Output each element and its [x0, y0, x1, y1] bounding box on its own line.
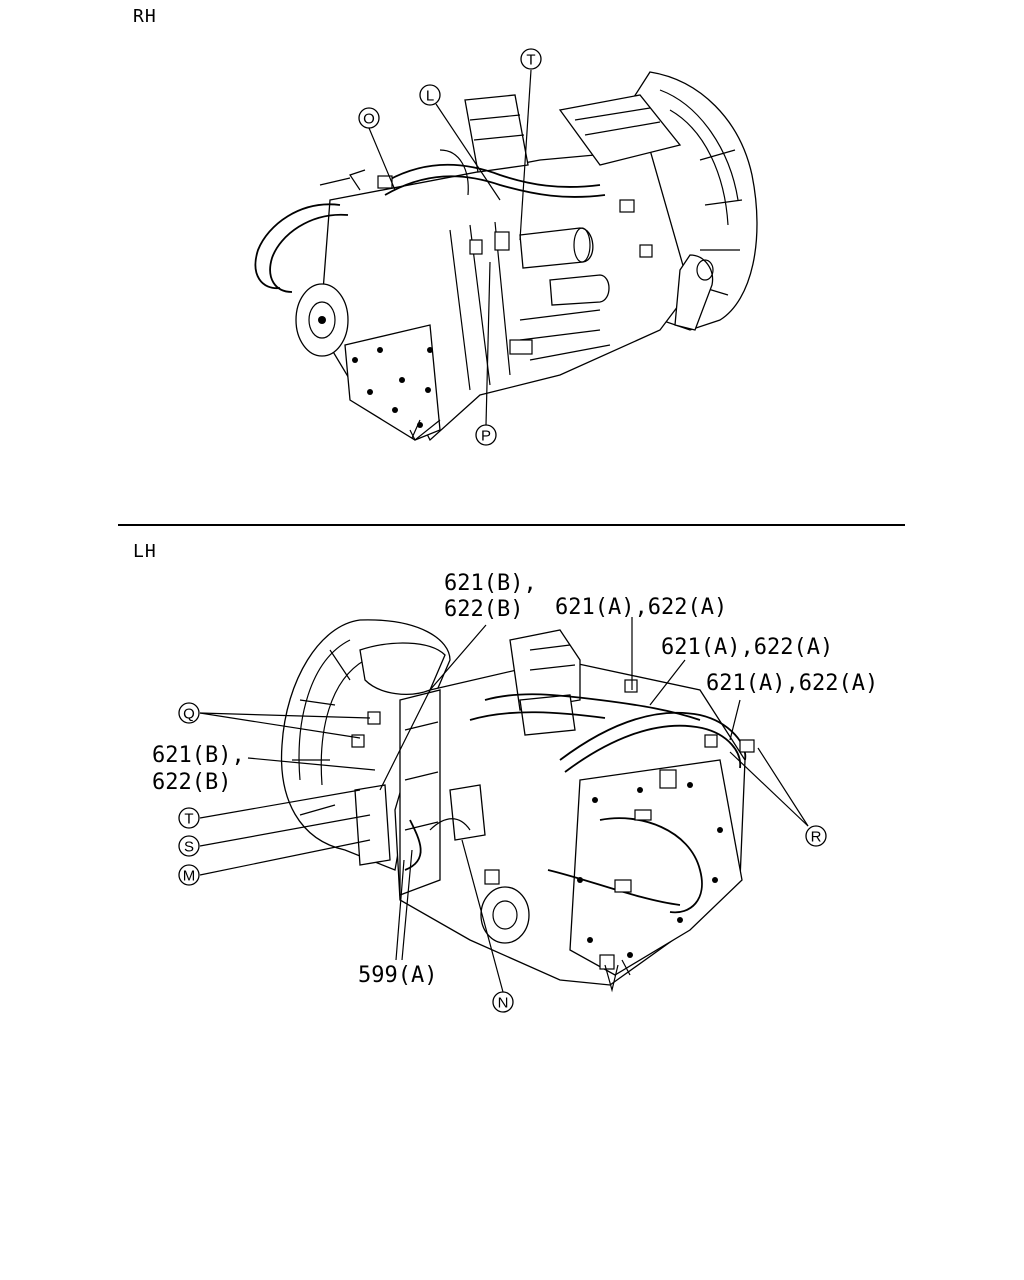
label-621b-side: 621(B),	[152, 743, 245, 768]
label-622b-top: 622(B)	[444, 597, 523, 622]
label-621a-622a-3: 621(A),622(A)	[706, 671, 878, 696]
svg-text:R: R	[811, 829, 822, 846]
lh-callout-m: M	[178, 864, 200, 886]
lh-callout-r: R	[805, 825, 827, 847]
rh-view-label: RH	[133, 6, 157, 27]
label-599a: 599(A)	[358, 963, 437, 988]
rh-callout-l: L	[419, 84, 441, 106]
rh-transmission-drawing	[254, 69, 758, 442]
lh-callout-t: T	[178, 807, 200, 829]
rh-callout-o: O	[358, 107, 380, 129]
lh-view-label: LH	[133, 541, 157, 562]
svg-text:M: M	[183, 868, 196, 885]
svg-text:N: N	[498, 995, 509, 1012]
svg-text:S: S	[184, 839, 194, 856]
svg-text:L: L	[426, 88, 434, 105]
lh-callout-q: Q	[178, 702, 200, 724]
svg-text:Q: Q	[183, 706, 195, 723]
rh-callout-p: P	[475, 424, 497, 446]
svg-text:O: O	[363, 111, 375, 128]
lh-transmission-drawing	[280, 619, 755, 993]
rh-callout-t: T	[520, 48, 542, 70]
svg-text:T: T	[184, 811, 193, 828]
lh-callout-n: N	[492, 991, 514, 1013]
lh-leader-lines	[199, 617, 809, 993]
lh-callout-s: S	[178, 835, 200, 857]
svg-text:P: P	[481, 428, 491, 445]
svg-text:T: T	[526, 52, 535, 69]
label-622b-side: 622(B)	[152, 770, 231, 795]
label-621a-622a-1: 621(A),622(A)	[555, 595, 727, 620]
section-divider	[118, 524, 905, 526]
label-621a-622a-2: 621(A),622(A)	[661, 635, 833, 660]
label-621b-top: 621(B),	[444, 571, 537, 596]
